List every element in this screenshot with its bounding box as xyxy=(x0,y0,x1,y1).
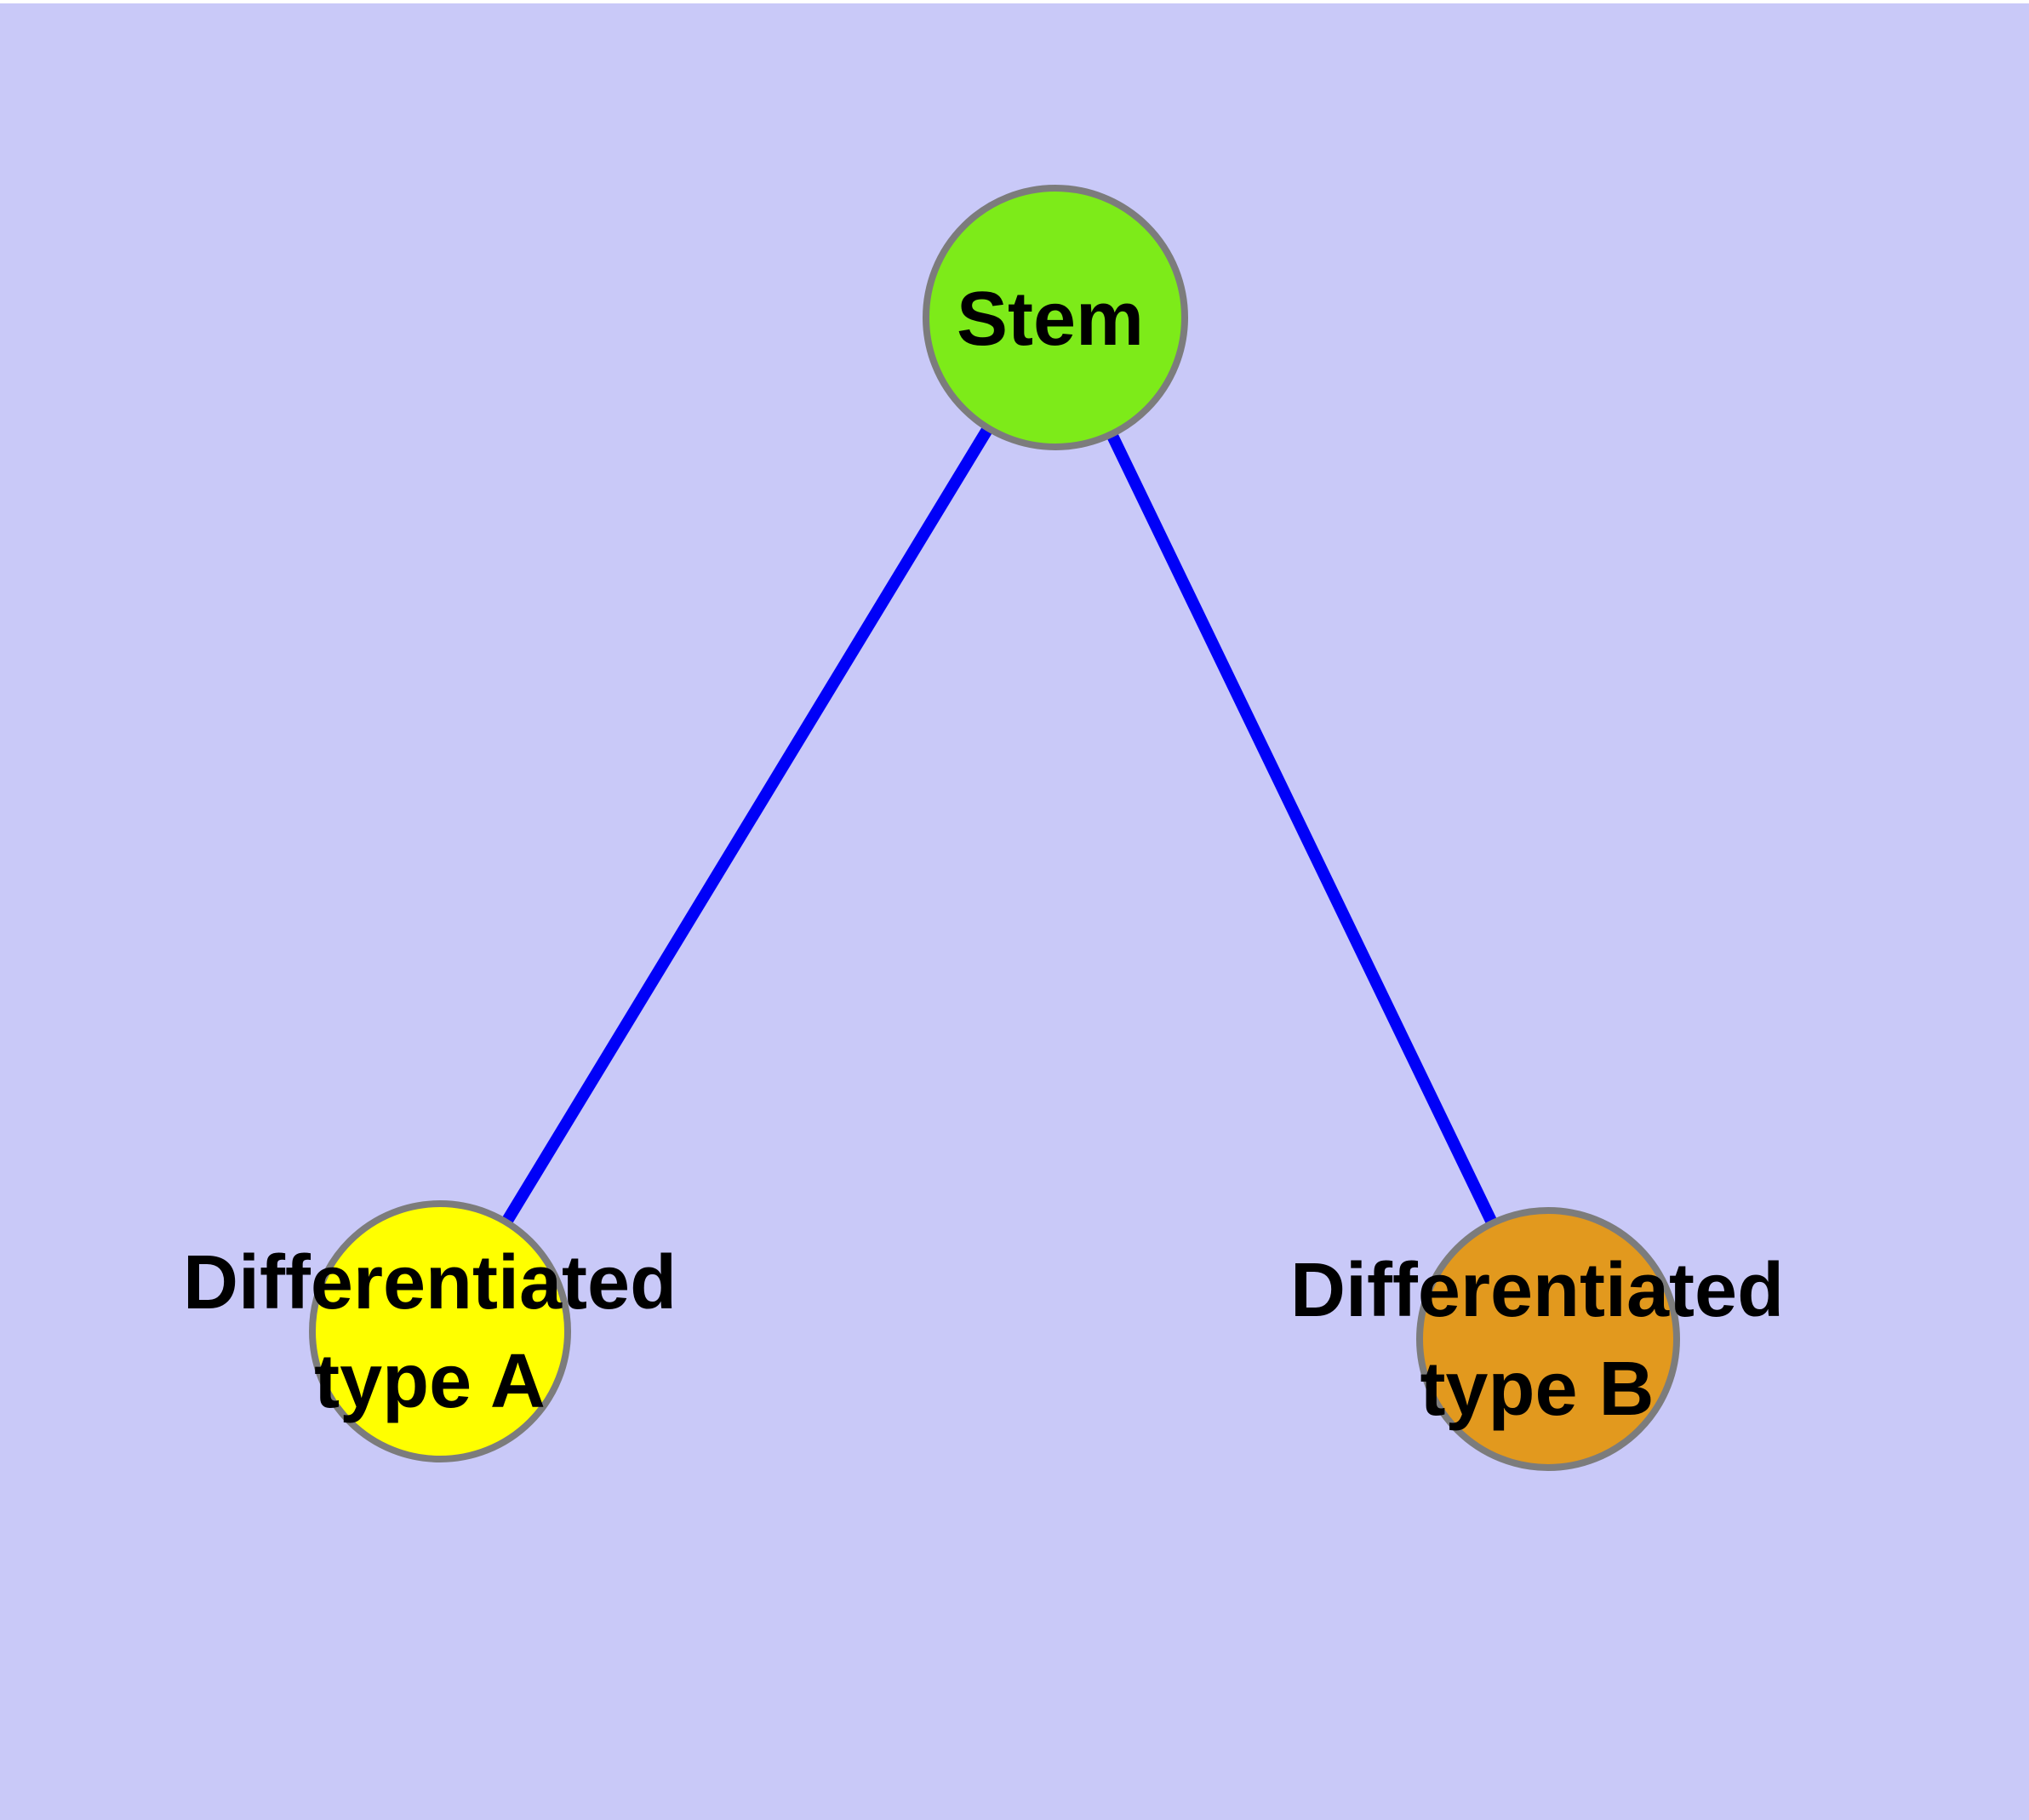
node-type-a-circle xyxy=(309,1200,571,1462)
edge-stem-to-type-a xyxy=(435,314,1060,1335)
node-stem-circle xyxy=(923,185,1188,450)
edge-stem-to-type-b xyxy=(1049,314,1554,1342)
node-type-b-circle xyxy=(1416,1207,1680,1471)
